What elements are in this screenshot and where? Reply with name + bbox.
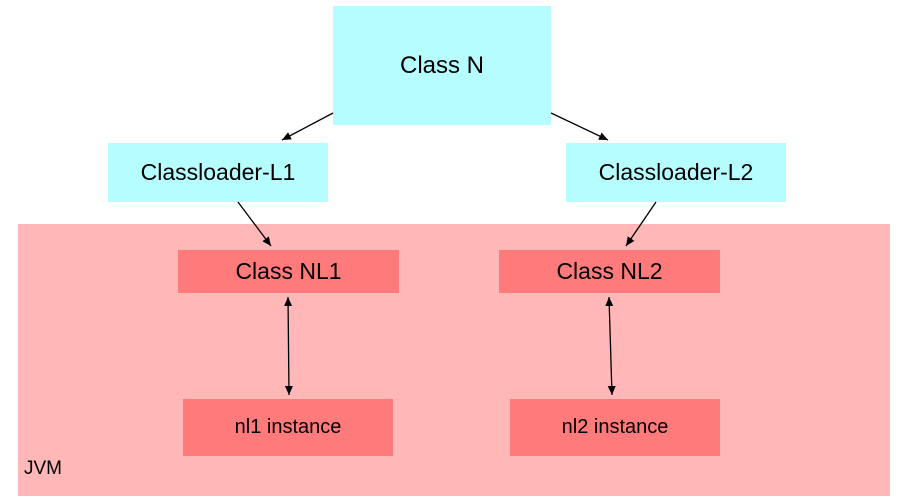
arrow-class-n-to-classloader-l2 [550, 112, 609, 141]
jvm-label: JVM [24, 458, 62, 479]
classloader-l2-node: Classloader-L2 [566, 143, 786, 202]
jvm-region [18, 224, 890, 496]
class-nl1-node: Class NL1 [178, 250, 399, 293]
nl1-instance-node: nl1 instance [183, 399, 393, 456]
class-n-node: Class N [333, 6, 551, 125]
class-nl2-node: Class NL2 [499, 250, 720, 293]
classloader-l1-node: Classloader-L1 [108, 143, 328, 202]
nl2-instance-node: nl2 instance [510, 399, 720, 456]
arrow-class-n-to-classloader-l1 [281, 112, 334, 141]
